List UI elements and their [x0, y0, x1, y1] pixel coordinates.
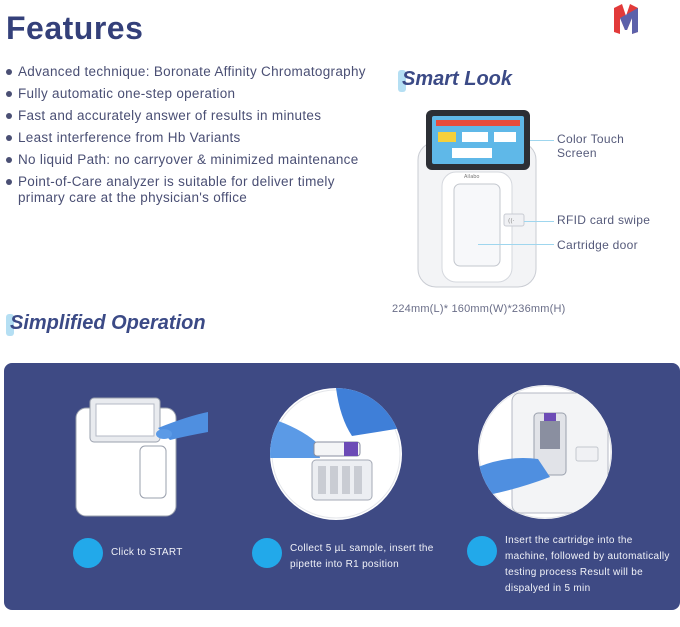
svg-text:((·: ((· [508, 218, 515, 225]
door-callout: Cartridge door [557, 238, 638, 252]
device-dimensions: 224mm(L)* 160mm(W)*236mm(H) [392, 303, 566, 315]
feature-item: Least interference from Hb Variants [6, 130, 366, 146]
door-callout-line [478, 244, 554, 245]
step-1-text: Click to START [111, 547, 183, 558]
bullet-icon [6, 135, 12, 141]
step-3-image [478, 385, 612, 519]
rfid-callout: RFID card swipe [557, 213, 651, 227]
step-3-text: Insert the cartridge into the machine, f… [505, 535, 670, 594]
step-2-image [270, 388, 402, 520]
feature-item: No liquid Path: no carryover & minimized… [6, 152, 366, 168]
heading-accent [6, 314, 14, 336]
smart-look-heading: Smart Look [398, 68, 512, 92]
step-2-marker [252, 538, 282, 568]
simplified-operation-heading: Simplified Operation [6, 312, 206, 336]
analyzer-device-image: ((· Ailabo [417, 110, 537, 288]
step-3-marker [467, 536, 497, 566]
feature-item: Advanced technique: Boronate Affinity Ch… [6, 64, 366, 80]
brand-logo [614, 4, 638, 34]
feature-list: Advanced technique: Boronate Affinity Ch… [6, 64, 366, 212]
device-brand-label: Ailabo [464, 174, 480, 180]
step-1-image [75, 397, 208, 517]
bullet-icon [6, 157, 12, 163]
screen-callout-line [530, 140, 554, 141]
step-1-marker [73, 538, 103, 568]
heading-accent [398, 70, 406, 92]
feature-item: Point-of-Care analyzer is suitable for d… [6, 174, 366, 206]
bullet-icon [6, 69, 12, 75]
bullet-icon [6, 91, 12, 97]
rfid-callout-line [524, 221, 554, 222]
bullet-icon [6, 179, 12, 185]
page-title: Features [6, 10, 144, 46]
screen-callout: Color Touch Screen [557, 132, 625, 160]
feature-item: Fast and accurately answer of results in… [6, 108, 366, 124]
feature-item: Fully automatic one-step operation [6, 86, 366, 102]
bullet-icon [6, 113, 12, 119]
step-2-text: Collect 5 µL sample, insert the pipette … [290, 543, 434, 570]
